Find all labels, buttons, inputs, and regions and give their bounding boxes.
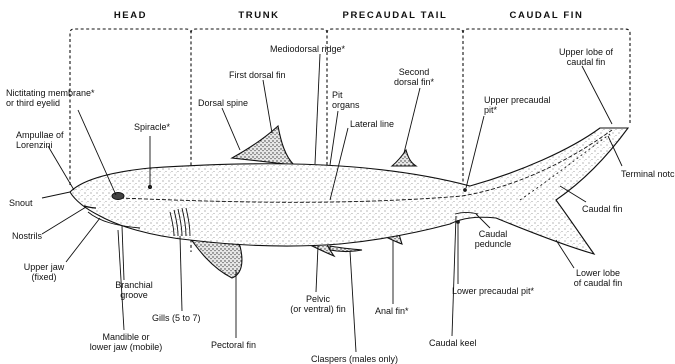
label-pit-organs: Pit organs	[332, 90, 360, 110]
label-gills: Gills (5 to 7)	[152, 313, 201, 323]
label-mediodorsal-ridge: Mediodorsal ridge*	[270, 44, 345, 54]
label-caudal-peduncle-line1: Caudal	[468, 229, 518, 239]
label-caudal-peduncle: Caudal peduncle	[468, 229, 518, 249]
label-pelvic-fin: Pelvic (or ventral) fin	[282, 294, 354, 314]
leader-first-dorsal-fin	[263, 80, 272, 133]
label-caudal-fin: Caudal fin	[582, 204, 623, 214]
label-ampullae-of-lorenzini: Ampullae of Lorenzini	[16, 130, 64, 150]
label-lower-lobe-line2: of caudal fin	[562, 278, 634, 288]
label-pelvic-fin-line1: Pelvic	[282, 294, 354, 304]
label-first-dorsal-fin: First dorsal fin	[229, 70, 286, 80]
eye	[112, 193, 124, 200]
leader-gills	[180, 236, 182, 311]
label-snout: Snout	[9, 198, 33, 208]
label-lower-lobe-caudal-fin: Lower lobe of caudal fin	[562, 268, 634, 288]
section-head: HEAD	[70, 10, 191, 21]
spiracle	[148, 185, 151, 188]
leader-snout	[42, 192, 70, 198]
label-upper-jaw: Upper jaw (fixed)	[14, 262, 74, 282]
label-terminal-notch: Terminal notc	[621, 169, 675, 179]
label-anal-fin: Anal fin*	[375, 306, 409, 316]
label-pectoral-fin: Pectoral fin	[211, 340, 256, 350]
label-spiracle: Spiracle*	[134, 122, 170, 132]
label-upper-precaudal-pit: Upper precaudal pit*	[484, 95, 551, 115]
claspers	[330, 246, 362, 252]
label-mandible-line2: lower jaw (mobile)	[76, 342, 176, 352]
label-upper-jaw-line1: Upper jaw	[14, 262, 74, 272]
leader-upper-lobe	[582, 66, 612, 124]
label-ampullae-line2: Lorenzini	[16, 140, 64, 150]
label-nictitating-membrane: Nictitating membrane* or third eyelid	[6, 88, 95, 108]
label-mandible-line1: Mandible or	[76, 332, 176, 342]
label-nostrils: Nostrils	[12, 231, 42, 241]
leader-pelvic-fin	[316, 246, 318, 292]
lower-precaudal-pit	[457, 221, 460, 224]
leader-upper-jaw	[66, 218, 100, 262]
section-caudal-fin: CAUDAL FIN	[463, 10, 630, 21]
label-dorsal-spine: Dorsal spine	[198, 98, 248, 108]
label-caudal-peduncle-line2: peduncle	[468, 239, 518, 249]
label-second-dorsal-fin: Second dorsal fin*	[382, 67, 446, 87]
label-nictitating-line1: Nictitating membrane*	[6, 88, 95, 98]
leader-caudal-keel	[452, 216, 456, 336]
label-second-dorsal-fin-line1: Second	[382, 67, 446, 77]
label-upper-precaudal-pit-line2: pit*	[484, 105, 551, 115]
label-pelvic-fin-line2: (or ventral) fin	[282, 304, 354, 314]
first-dorsal-fin	[232, 126, 294, 165]
leader-second-dorsal-fin	[404, 88, 420, 153]
label-branchial-groove-line1: Branchial	[102, 280, 166, 290]
label-claspers: Claspers (males only)	[311, 354, 398, 364]
label-lower-lobe-line1: Lower lobe	[562, 268, 634, 278]
upper-precaudal-pit	[464, 189, 467, 192]
section-precaudal-tail: PRECAUDAL TAIL	[327, 10, 463, 21]
label-lateral-line: Lateral line	[350, 119, 394, 129]
label-caudal-keel: Caudal keel	[429, 338, 477, 348]
label-pit-organs-line1: Pit	[332, 90, 360, 100]
leader-branchial-groove	[122, 226, 124, 280]
leader-nostrils	[42, 207, 86, 234]
label-nictitating-line2: or third eyelid	[6, 98, 95, 108]
label-second-dorsal-fin-line2: dorsal fin*	[382, 77, 446, 87]
leader-dorsal-spine	[222, 108, 240, 150]
label-upper-lobe-line2: caudal fin	[550, 57, 622, 67]
label-branchial-groove: Branchial groove	[102, 280, 166, 300]
section-trunk: TRUNK	[191, 10, 327, 21]
body-outline	[70, 128, 628, 254]
label-branchial-groove-line2: groove	[102, 290, 166, 300]
leader-pit-organs	[330, 111, 338, 165]
label-upper-lobe-caudal-fin: Upper lobe of caudal fin	[550, 47, 622, 67]
label-upper-lobe-line1: Upper lobe of	[550, 47, 622, 57]
label-upper-precaudal-pit-line1: Upper precaudal	[484, 95, 551, 105]
leader-mediodorsal-ridge	[315, 54, 320, 164]
label-mandible: Mandible or lower jaw (mobile)	[76, 332, 176, 352]
label-pit-organs-line2: organs	[332, 100, 360, 110]
label-upper-jaw-line2: (fixed)	[14, 272, 74, 282]
label-ampullae-line1: Ampullae of	[16, 130, 64, 140]
label-lower-precaudal-pit: Lower precaudal pit*	[452, 286, 534, 296]
leader-upper-precaudal-pit	[466, 116, 484, 188]
